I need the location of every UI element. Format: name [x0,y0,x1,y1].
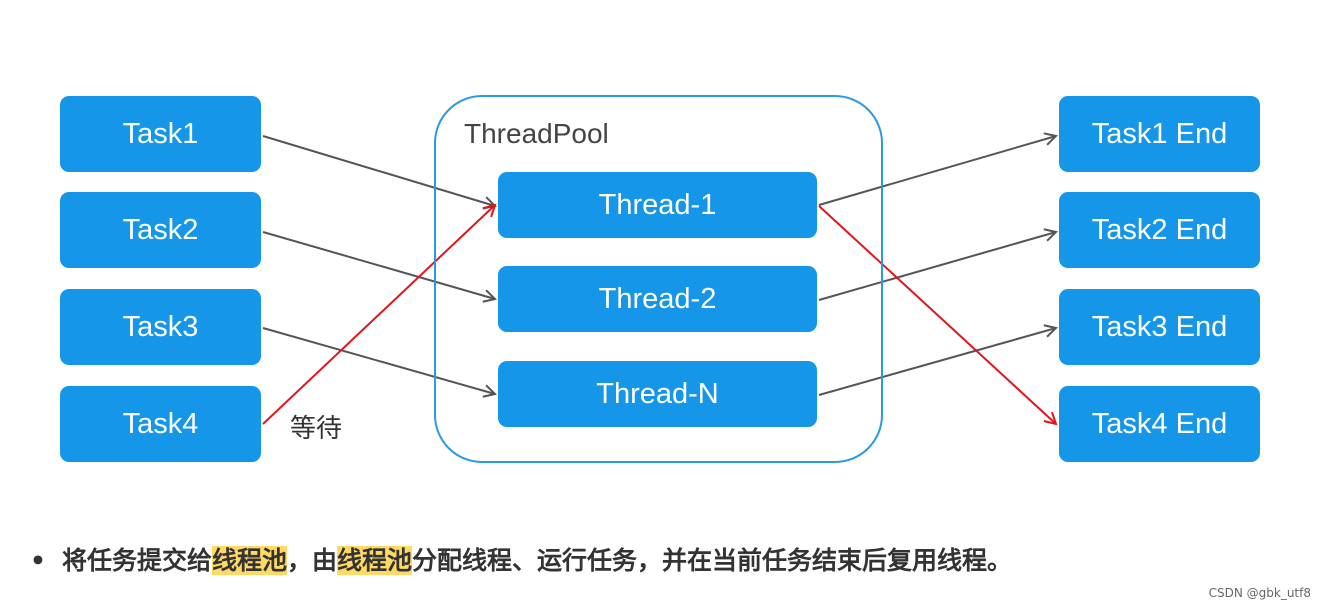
caption-part2: ，由 [287,546,338,575]
arrow-threadn-end3 [818,328,1056,396]
arrow-thread1-end4-reuse [818,205,1056,424]
task2-end-box: Task2 End [1059,192,1260,268]
arrow-thread1-end1 [818,136,1056,206]
thread-pool-container [434,95,883,463]
caption: •将任务提交给线程池，由线程池分配线程、运行任务，并在当前任务结束后复用线程。 [30,541,1012,577]
task3-end-box: Task3 End [1059,289,1260,365]
thread-1-box: Thread-1 [498,172,817,238]
arrow-task4-thread1-reuse [262,205,495,425]
task3-box: Task3 [60,289,261,365]
thread-pool-label: ThreadPool [464,118,609,149]
caption-highlight-2: 线程池 [337,546,413,575]
thread-2-box: Thread-2 [498,266,817,332]
watermark: CSDN @gbk_utf8 [1208,586,1311,600]
caption-highlight-1: 线程池 [212,546,288,575]
arrow-thread2-end2 [818,232,1056,301]
arrow-task1-thread1 [262,135,495,206]
bullet-point: • [30,546,46,575]
task1-end-box: Task1 End [1059,96,1260,172]
wait-label: 等待 [290,414,343,444]
caption-part3: 分配线程、运行任务，并在当前任务结束后复用线程。 [412,546,1013,575]
thread-n-box: Thread-N [498,361,817,427]
task4-box: Task4 [60,386,261,462]
arrow-task2-thread2 [262,231,495,299]
arrow-task3-threadn [262,327,495,394]
task2-box: Task2 [60,192,261,268]
task4-end-box: Task4 End [1059,386,1260,462]
caption-part1: 将任务提交给 [61,546,212,575]
task1-box: Task1 [60,96,261,172]
